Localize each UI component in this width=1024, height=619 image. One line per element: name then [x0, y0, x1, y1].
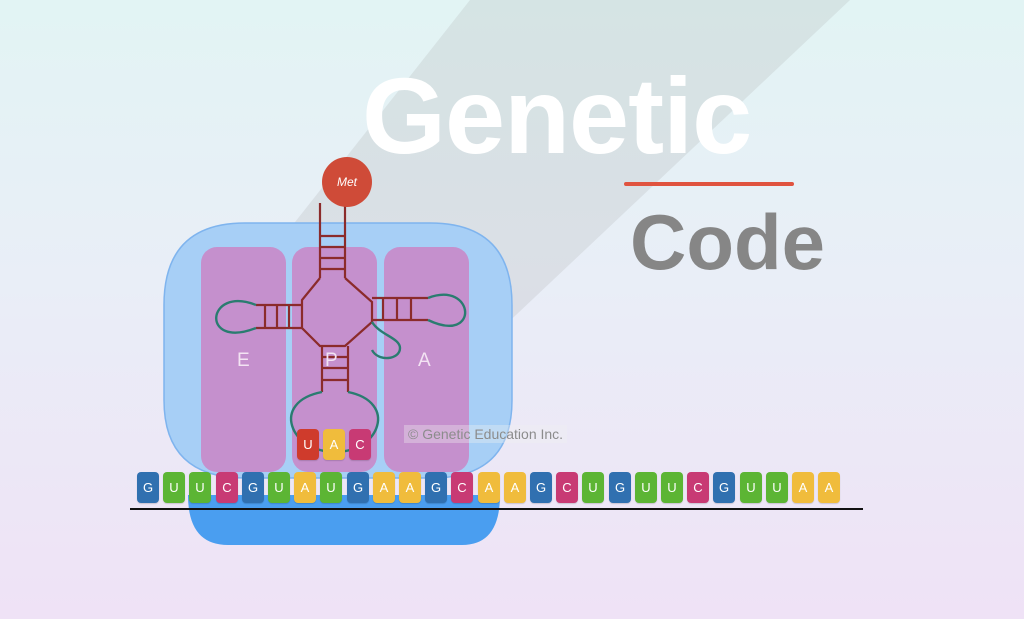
mrna-base: A — [504, 472, 526, 503]
p-site-label: P — [325, 350, 338, 371]
mrna-base: U — [740, 472, 762, 503]
mrna-base: U — [189, 472, 211, 503]
ribosome-small-subunit — [188, 495, 500, 545]
mrna-base: A — [478, 472, 500, 503]
mrna-base: G — [713, 472, 735, 503]
trna-molecule — [256, 203, 428, 392]
d-loop — [215, 299, 257, 334]
mrna-base: U — [268, 472, 290, 503]
anticodon-base: C — [349, 429, 371, 460]
mrna-base: U — [661, 472, 683, 503]
title-sub: Code — [630, 198, 825, 286]
mrna-base: U — [163, 472, 185, 503]
amino-acid-label: Met — [336, 175, 357, 189]
mrna-base: C — [687, 472, 709, 503]
anticodon-base: U — [297, 429, 319, 460]
variable-loop — [370, 321, 402, 360]
mrna-base: G — [347, 472, 369, 503]
mrna-base: A — [373, 472, 395, 503]
mrna-base: G — [530, 472, 552, 503]
e-site-region — [201, 247, 286, 472]
mrna-base: G — [425, 472, 447, 503]
mrna-base: A — [294, 472, 316, 503]
mrna-base: U — [320, 472, 342, 503]
mrna-base: G — [137, 472, 159, 503]
title-main: Genetic — [362, 55, 752, 176]
mrna-base: A — [792, 472, 814, 503]
mrna-base: A — [399, 472, 421, 503]
a-site-label: A — [418, 350, 431, 371]
mrna-base: C — [556, 472, 578, 503]
mrna-base: A — [818, 472, 840, 503]
t-loop — [427, 293, 467, 327]
title-underline — [624, 182, 794, 186]
e-site-label: E — [237, 350, 250, 371]
watermark: © Genetic Education Inc. — [404, 425, 568, 443]
methionine-circle — [322, 157, 372, 207]
a-site-region — [384, 247, 469, 472]
mrna-base: G — [609, 472, 631, 503]
mrna-base: C — [451, 472, 473, 503]
p-site-region — [292, 247, 377, 472]
mrna-base: C — [216, 472, 238, 503]
anticodon-base: A — [323, 429, 345, 460]
mrna-base: G — [242, 472, 264, 503]
mrna-base: U — [766, 472, 788, 503]
mrna-base: U — [582, 472, 604, 503]
mrna-base: U — [635, 472, 657, 503]
